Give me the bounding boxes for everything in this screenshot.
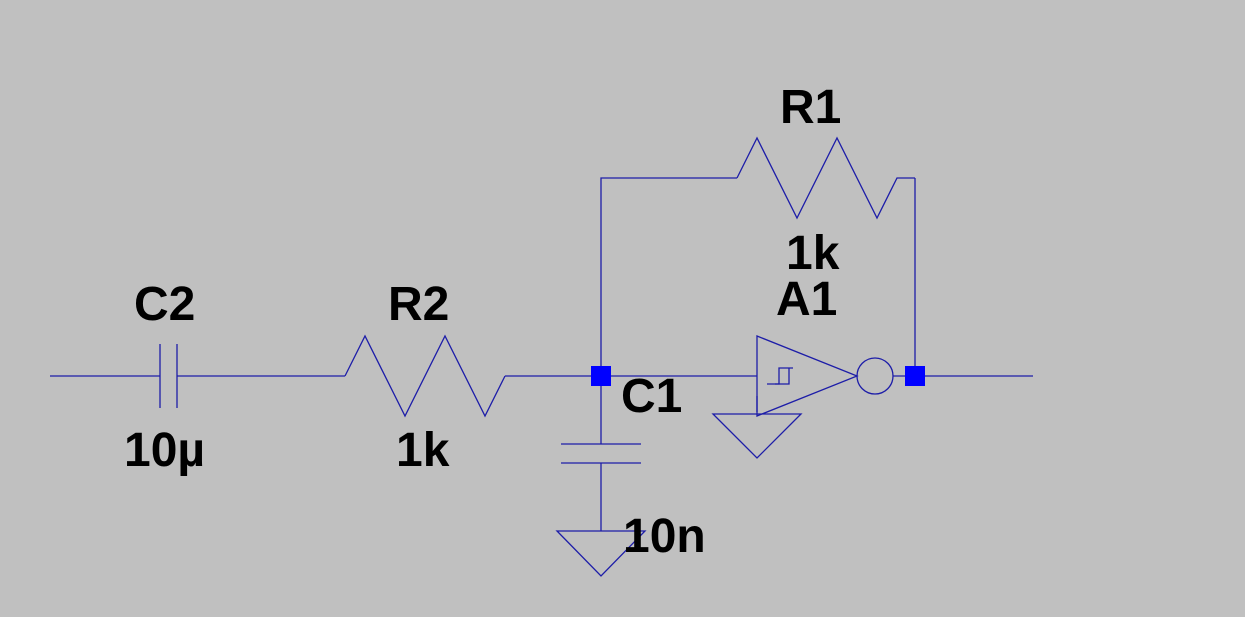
resistor-r2[interactable] [344, 334, 506, 418]
r2-value-label: 1k [396, 424, 450, 477]
r1-name-label: R1 [780, 81, 841, 134]
c1-value-label: 10n [623, 510, 706, 563]
junction-node-output[interactable] [905, 366, 925, 386]
hysteresis-icon [767, 367, 793, 385]
r2-name-label: R2 [388, 278, 449, 331]
capacitor-c1[interactable] [561, 443, 641, 464]
c2-name-label: C2 [134, 278, 195, 331]
junction-node-input[interactable] [591, 366, 611, 386]
schmitt-inverter-a1[interactable] [756, 335, 894, 417]
c1-name-label: C1 [621, 370, 682, 423]
a1-name-label: A1 [776, 273, 837, 326]
resistor-r1[interactable] [736, 136, 915, 220]
capacitor-c2[interactable] [159, 344, 178, 408]
ground-icon [711, 413, 803, 459]
c2-value-label: 10µ [124, 424, 205, 477]
ground-icon [555, 530, 647, 577]
feedback-wire-left[interactable] [600, 177, 737, 376]
r1-value-label: 1k [786, 227, 840, 280]
hysteresis-icon [775, 368, 790, 385]
